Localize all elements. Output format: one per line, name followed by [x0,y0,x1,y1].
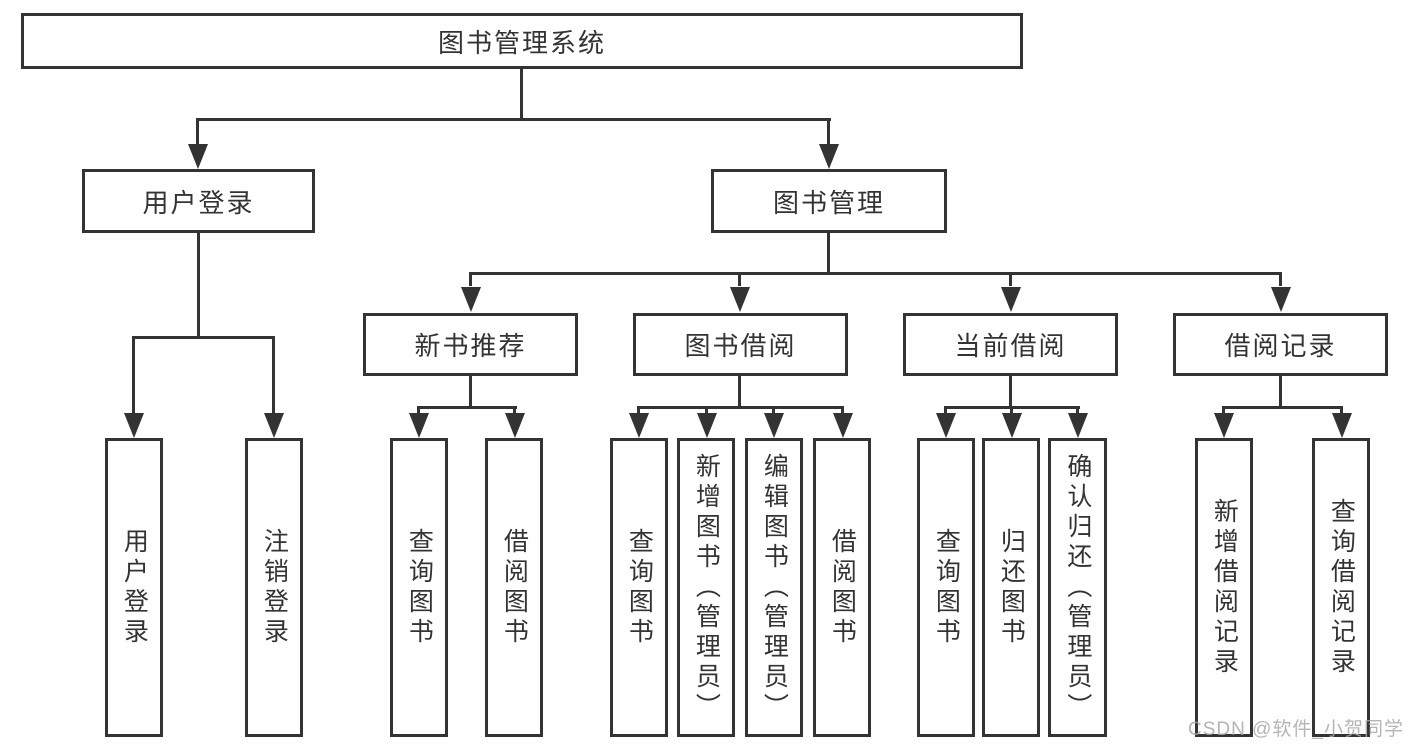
connector-leaf-drop [705,406,708,416]
node-book-borrow: 图书借阅 [633,313,848,376]
node-book-borrow-label: 图书借阅 [684,331,797,361]
leaf-label: 编辑图书（管理员） [760,452,789,723]
connector-borrow-bus [637,406,844,409]
leaf-label: 借阅图书 [500,527,529,648]
arrowhead-down-icon [730,287,750,312]
leaf-label: 归还图书 [997,527,1026,648]
node-book-management-label: 图书管理 [772,187,885,218]
leaf-borrow-books: 借阅图书 [813,438,871,737]
leaf-add-borrow-record: 新增借阅记录 [1195,438,1253,737]
leaf-user-login: 用户登录 [105,438,163,737]
connector-borrow-stem [738,376,741,409]
connector-user-bus [132,336,275,339]
connector-leaf-drop [513,406,516,416]
node-borrow-records-label: 借阅记录 [1224,331,1337,361]
arrowhead-down-icon [1214,413,1234,438]
arrowhead-down-icon [629,413,649,438]
connector-user-stem [197,233,200,339]
leaf-label: 查询图书 [405,527,434,648]
leaf-query-books-borrow: 查询图书 [610,438,668,737]
leaf-logout: 注销登录 [245,438,303,737]
node-current-borrow: 当前借阅 [903,313,1118,376]
arrowhead-down-icon [264,413,284,438]
connector-level2-drop-left [196,118,199,147]
arrowhead-down-icon [409,413,429,438]
leaf-label: 借阅图书 [828,527,857,648]
arrowhead-down-icon [505,413,525,438]
connector-leaf-drop [1010,406,1013,416]
node-book-management: 图书管理 [711,169,947,233]
arrowhead-down-icon [764,413,784,438]
leaf-label: 新增借阅记录 [1210,497,1239,678]
connector-leaf-drop [637,406,640,416]
node-root: 图书管理系统 [21,13,1023,69]
connector-user-drop-1 [132,336,135,415]
connector-leaf-drop [417,406,420,416]
node-user-login-label: 用户登录 [142,187,255,218]
node-current-borrow-label: 当前借阅 [954,331,1067,361]
arrowhead-down-icon [1271,287,1291,312]
arrowhead-down-icon [188,144,208,169]
node-new-book-recommend: 新书推荐 [363,313,578,376]
node-new-book-recommend-label: 新书推荐 [414,331,527,361]
connector-level3-drop-1 [469,272,472,286]
connector-mgmt-stem [827,233,830,275]
connector-level3-drop-2 [738,272,741,286]
connector-level2-bus [196,118,831,121]
connector-level3-bus [469,272,1282,275]
leaf-label: 用户登录 [120,527,149,648]
connector-level3-drop-3 [1009,272,1012,286]
node-root-label: 图书管理系统 [437,27,606,58]
leaf-query-books-recommend: 查询图书 [390,438,448,737]
leaf-label: 查询图书 [932,527,961,648]
connector-user-drop-2 [272,336,275,415]
connector-recommend-bus [417,406,517,409]
connector-root-stem [520,69,523,119]
leaf-edit-books-admin: 编辑图书（管理员） [745,438,803,737]
connector-leaf-drop [1076,406,1079,416]
arrowhead-down-icon [1001,287,1021,312]
arrowhead-down-icon [1332,413,1352,438]
connector-leaf-drop [841,406,844,416]
arrowhead-down-icon [1002,413,1022,438]
arrowhead-down-icon [124,413,144,438]
arrowhead-down-icon [1068,413,1088,438]
leaf-label: 查询图书 [625,527,654,648]
csdn-watermark: CSDN @软件_小贺同学 [1188,719,1404,740]
arrowhead-down-icon [697,413,717,438]
leaf-label: 查询借阅记录 [1327,497,1356,678]
leaf-label: 确认归还（管理员） [1063,452,1092,723]
leaf-label: 注销登录 [260,527,289,648]
leaf-confirm-return-admin: 确认归还（管理员） [1048,438,1107,737]
arrowhead-down-icon [936,413,956,438]
connector-recommend-stem [469,376,472,409]
leaf-return-books: 归还图书 [982,438,1040,737]
connector-leaf-drop [944,406,947,416]
connector-records-bus [1222,406,1343,409]
connector-current-stem [1009,376,1012,409]
leaf-label: 新增图书（管理员） [692,452,721,723]
leaf-borrow-books-recommend: 借阅图书 [485,438,543,737]
connector-leaf-drop [1340,406,1343,416]
arrowhead-down-icon [461,287,481,312]
leaf-add-books-admin: 新增图书（管理员） [677,438,735,737]
arrowhead-down-icon [833,413,853,438]
connector-records-stem [1279,376,1282,409]
leaf-query-borrow-record: 查询借阅记录 [1312,438,1370,737]
connector-level2-drop-right [827,118,830,147]
leaf-query-books-current: 查询图书 [917,438,975,737]
arrowhead-down-icon [819,144,839,169]
node-borrow-records: 借阅记录 [1173,313,1388,376]
connector-level3-drop-4 [1279,272,1282,286]
connector-leaf-drop [772,406,775,416]
node-user-login: 用户登录 [82,169,315,233]
connector-leaf-drop [1222,406,1225,416]
